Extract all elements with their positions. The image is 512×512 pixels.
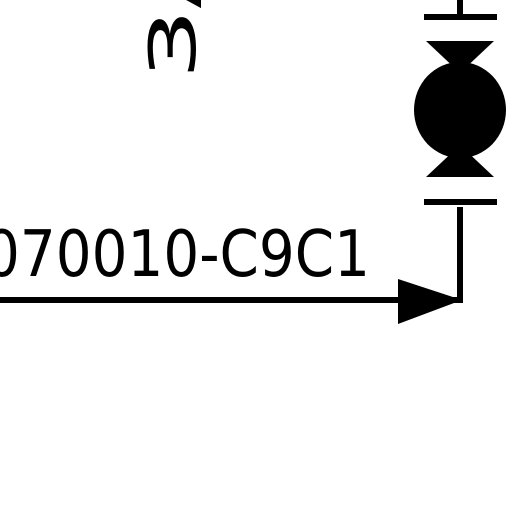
pipe-size-label: 3/ (137, 0, 211, 80)
arrow-right-icon (398, 279, 462, 324)
ball-valve-icon (414, 41, 506, 177)
line-number-label: 070010-C9C1 (0, 218, 370, 292)
